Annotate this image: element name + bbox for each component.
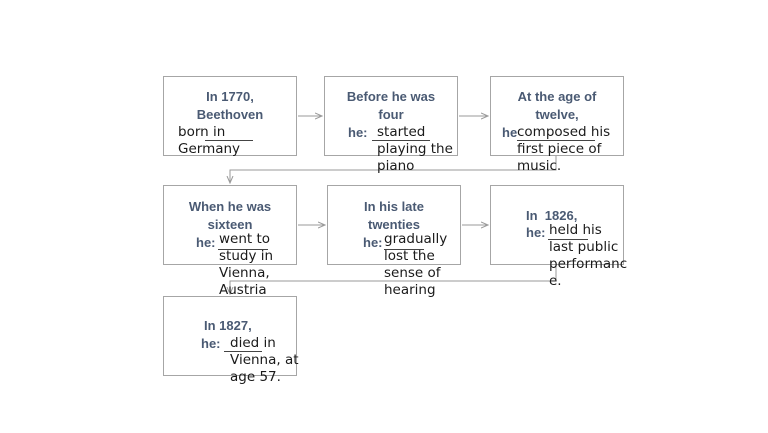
- step-he-label-6: he:: [526, 225, 546, 240]
- step-he-label-5: he:: [363, 235, 383, 250]
- step-answer-4: went to study in Vienna, Austria: [219, 231, 274, 298]
- step-answer-7: died in Vienna, at age 57.: [230, 335, 299, 385]
- step-he-label-4: he:: [196, 235, 216, 250]
- step-box-6: [490, 185, 624, 265]
- step-prompt-4: When he was sixteen: [188, 199, 272, 232]
- step-he-label-3: he: [502, 125, 518, 140]
- answer-underline-5: [384, 249, 424, 250]
- arrow-6-7: [230, 266, 557, 294]
- step-answer-1: born in Germany: [178, 124, 241, 157]
- step-prompt-1: In 1770, Beethoven: [196, 89, 264, 122]
- step-prompt-6: In 1826,: [526, 208, 578, 223]
- answer-underline-6: [548, 239, 588, 240]
- step-box-4: [163, 185, 297, 265]
- answer-underline-1: [205, 140, 253, 141]
- step-answer-5: gradually lost the sense of hearing: [384, 231, 448, 298]
- step-box-1: [163, 76, 297, 156]
- step-prompt-5: In his late twenties: [364, 199, 424, 232]
- step-answer-2: started playing the piano: [377, 124, 453, 174]
- step-box-3: [490, 76, 624, 156]
- step-he-label-7: he:: [201, 336, 221, 351]
- answer-underline-2: [372, 140, 430, 141]
- step-box-2: [324, 76, 458, 156]
- arrow-3-4: [230, 156, 557, 183]
- step-prompt-7: In 1827,: [204, 318, 252, 333]
- answer-underline-3: [517, 140, 595, 141]
- answer-underline-7: [224, 351, 262, 352]
- answer-underline-4: [218, 249, 268, 250]
- step-he-label-2: he:: [348, 125, 368, 140]
- step-answer-3: composed his first piece of music.: [517, 124, 611, 174]
- step-box-5: [327, 185, 461, 265]
- step-box-7: [163, 296, 297, 376]
- step-prompt-2: Before he was four: [346, 89, 436, 122]
- step-answer-6: held his last public performanc e.: [549, 222, 628, 289]
- step-prompt-3: At the age of twelve,: [517, 89, 597, 122]
